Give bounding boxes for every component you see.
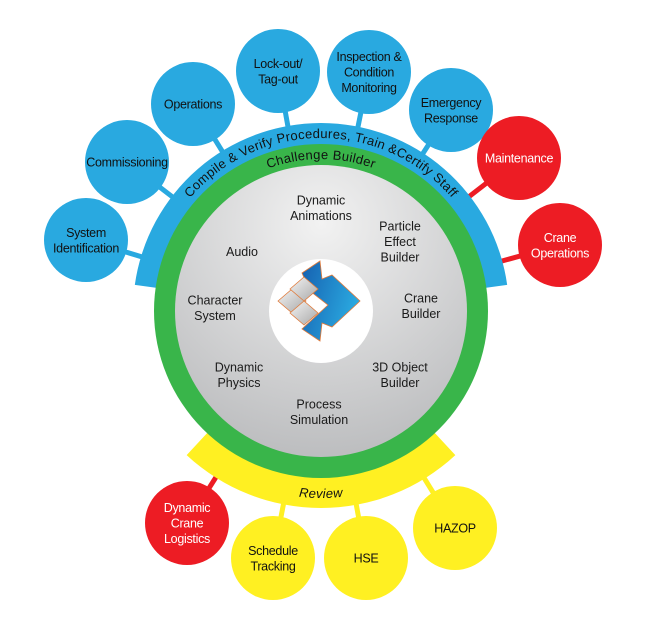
bubble-label-line: Operations	[164, 98, 222, 112]
core-item-line: Particle	[379, 220, 421, 234]
bubble-maintenance: Maintenance	[477, 116, 561, 200]
bubble-label-line: Emergency	[421, 96, 483, 110]
core-item-line: Builder	[402, 307, 441, 321]
bubble-label-line: Logistics	[164, 532, 210, 546]
core-item-line: Simulation	[290, 413, 348, 427]
bubble-label: Lock-out/Tag-out	[254, 57, 304, 87]
bubble-label-line: Crane	[544, 231, 577, 245]
core-item-line: Character	[188, 293, 243, 307]
bubble-circle	[236, 29, 320, 113]
core-item-line: Physics	[217, 376, 260, 390]
bubble-label: HAZOP	[434, 522, 476, 536]
arrow-logo-icon	[277, 260, 361, 342]
core-item-audio: Audio	[226, 245, 258, 259]
bubble-circle	[518, 203, 602, 287]
bubble-lock-out-tag-out: Lock-out/Tag-out	[236, 29, 320, 113]
bubble-circle	[85, 120, 169, 204]
bubble-label-line: Inspection &	[336, 50, 402, 64]
bubble-label-line: Lock-out/	[254, 57, 304, 71]
bubble-label-line: HAZOP	[434, 522, 476, 536]
bubble-label-line: Response	[424, 111, 478, 125]
bubble-label: Operations	[164, 98, 222, 112]
bubble-label-line: Schedule	[248, 544, 298, 558]
bubble-circle	[151, 62, 235, 146]
bubble-circle	[231, 516, 315, 600]
bubble-label-line: Tag-out	[258, 72, 298, 86]
bubble-label-line: Operations	[531, 246, 589, 260]
core-item-line: Process	[296, 397, 341, 411]
bubble-circle	[327, 30, 411, 114]
bubble-label-line: Dynamic	[164, 501, 211, 515]
review-yellow-band	[186, 431, 456, 509]
bubble-label: Maintenance	[485, 152, 554, 166]
bubble-circle	[409, 68, 493, 152]
bubble-label-line: Monitoring	[341, 81, 397, 95]
bubble-circle	[413, 486, 497, 570]
bubble-label-line: Maintenance	[485, 152, 554, 166]
core-item-line: Effect	[384, 235, 416, 249]
bubble-operations: Operations	[151, 62, 235, 146]
core-item-line: Dynamic	[215, 360, 264, 374]
review-label-text: Review	[298, 485, 344, 501]
core-item-line: System	[194, 309, 236, 323]
core-item-line: Animations	[290, 209, 352, 223]
bubble-label: Commissioning	[86, 156, 168, 170]
bubble-circle	[324, 516, 408, 600]
core-item-line: Builder	[381, 251, 420, 265]
bubble-label-line: HSE	[354, 552, 379, 566]
review-label: Review	[298, 485, 344, 501]
bubble-label: HSE	[354, 552, 379, 566]
bubble-label-line: System	[66, 226, 106, 240]
core-item-line: 3D Object	[372, 360, 428, 374]
core-item-line: Audio	[226, 245, 258, 259]
bubble-hazop: HAZOP	[413, 486, 497, 570]
bubble-label-line: Identification	[53, 241, 119, 255]
bubble-label-line: Commissioning	[86, 156, 168, 170]
bubble-circle	[477, 116, 561, 200]
bubble-commissioning: Commissioning	[85, 120, 169, 204]
core-item-line: Crane	[404, 291, 438, 305]
core-item-line: Dynamic	[297, 193, 346, 207]
core-item-line: Builder	[381, 376, 420, 390]
bubble-label-line: Condition	[344, 66, 394, 80]
bubble-label-line: Tracking	[250, 559, 295, 573]
bubble-label-line: Crane	[171, 517, 204, 531]
outer-blue-band	[134, 123, 508, 289]
bubble-circle	[44, 198, 128, 282]
bubble-circle	[145, 481, 229, 565]
bubble-hse: HSE	[324, 516, 408, 600]
